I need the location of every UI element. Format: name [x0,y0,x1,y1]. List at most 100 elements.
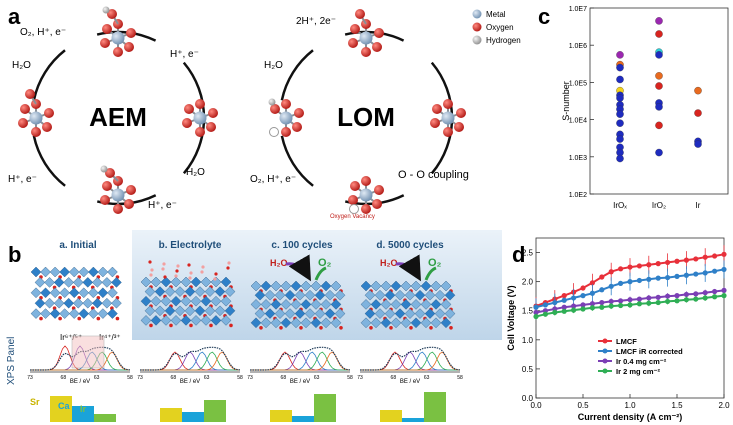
lattice-octahedron [194,305,206,317]
xps-tick: 58 [347,375,353,381]
panel-d-xtick-label: 1.0 [624,401,636,410]
oxygen-vacancy [269,127,279,137]
composition-bar [270,410,292,422]
lattice-octahedron [72,297,84,309]
lattice-octahedron [200,276,212,288]
lattice-octahedron [150,295,162,307]
lattice-octahedron [280,280,292,292]
lattice-octahedron [304,289,316,301]
polarization-point [561,308,567,314]
lattice-oxygen [369,326,373,330]
octahedral-unit [18,89,54,137]
electrolyte-particle [162,262,166,266]
lattice-octahedron [180,315,192,326]
oxygen-atom [372,42,382,52]
electrolyte-particle [189,271,193,275]
panel-d-ytick-label: 2.5 [522,249,534,258]
xps-envelope [360,346,461,371]
lattice-octahedron [34,277,46,288]
xps-axis-label: BE / eV [70,379,90,385]
electrolyte-particle [175,269,179,273]
oxygen-atom [361,204,371,214]
lattice-octahedron [250,317,262,329]
polarization-point [589,301,596,307]
lattice-octahedron [204,305,216,317]
oxygen-atom [126,28,136,38]
polarization-point [533,309,539,316]
lattice-octahedron [92,297,103,309]
electrolyte-particle [213,277,217,281]
lattice-octahedron [374,289,386,301]
polarization-point [561,297,567,303]
octahedral-unit [100,6,136,57]
panel-c-points [616,17,702,163]
panel-d-legend-box [594,334,710,378]
lattice-octahedron [214,305,226,317]
lattice-octahedron [320,317,332,329]
lattice-octahedron [72,277,84,288]
oxygen-atom [31,127,41,137]
polarization-point [580,285,586,291]
lattice-oxygen [96,316,101,321]
lattice-octahedron [270,317,282,329]
polarization-point [693,296,699,302]
polarization-point [589,290,596,296]
polarization-point [674,293,680,299]
xps-tick: 58 [127,375,133,381]
lattice-octahedron [440,299,452,310]
lattice-octahedron [370,299,382,310]
xps-tick: 63 [424,375,430,381]
s-number-point [655,103,663,111]
polarization-point [589,280,596,286]
xps-tick: 73 [137,375,143,381]
lattice-octahedron [190,315,202,326]
electrolyte-particle [148,260,152,264]
s-number-point [616,119,624,127]
lattice-octahedron [314,308,326,319]
polarization-point [571,303,577,309]
electrolyte-particle [214,272,218,276]
lattice-oxygen [39,316,43,321]
lattice-octahedron [250,280,262,292]
lattice-octahedron [190,276,202,288]
polarization-point [608,283,614,289]
polarization-point [665,259,671,266]
lattice-octahedron [334,308,346,319]
lattice-octahedron [150,276,162,288]
peak-label-high: Ir⁶⁺/⁵⁺ [60,333,82,342]
lattice-octahedron [304,308,316,319]
lattice-octahedron [150,315,162,326]
oxygen-atom [443,127,453,137]
lattice-octahedron [174,286,186,297]
panel-b-letter: b [8,242,21,267]
s-number-point [616,75,624,84]
lattice-octahedron [68,287,80,299]
lattice-octahedron [63,297,74,309]
polarization-point [627,279,633,285]
xps-axis-label: BE / eV [180,379,200,385]
lattice-octahedron [390,317,402,329]
composition-bar [292,416,314,422]
oxygen-atom [126,185,136,195]
s-number-point [655,82,663,90]
lattice-octahedron [88,266,99,278]
lattice-oxygen [319,326,323,330]
xps-highlight-box [71,335,105,369]
lattice-octahedron [430,317,442,329]
lattice-octahedron [410,299,422,310]
lattice-octahedron [420,280,432,292]
perovskite-lattice [250,280,346,330]
oxygen-vacancy [349,204,359,214]
hydrogen-atom [102,6,110,14]
polarization-point [665,298,671,305]
lattice-octahedron [53,297,65,309]
s-number-point [694,109,702,117]
lattice-octahedron [140,295,152,307]
molecule-layer [18,6,466,214]
lattice-octahedron [101,297,113,309]
stage-title-5000-cycles: d. 5000 cycles [376,240,444,251]
lattice-octahedron [280,317,292,329]
lattice-octahedron [30,308,42,319]
s-number-point [655,72,663,80]
